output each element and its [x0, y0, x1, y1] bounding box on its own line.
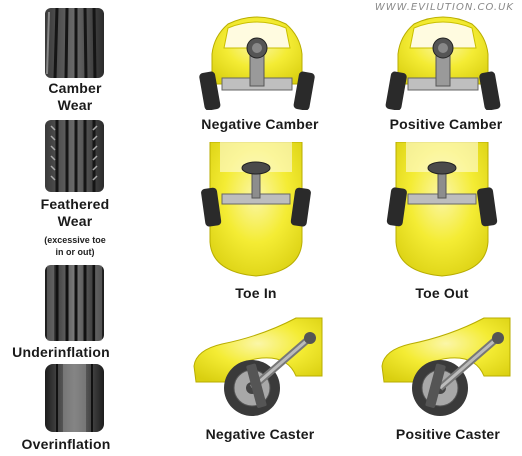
toe-out-diagram: [386, 142, 498, 277]
negative-camber-diagram: [199, 16, 315, 110]
tire-underinflation-image: [43, 265, 106, 341]
tire-overinflation-image: [43, 364, 106, 432]
tire-label-overinflation: Overinflation: [21, 436, 111, 452]
toe-in-diagram: [201, 142, 311, 277]
positive-camber-label: Positive Camber: [389, 116, 503, 132]
positive-camber-diagram: [385, 16, 501, 110]
toe-out-label: Toe Out: [415, 285, 469, 301]
tire-camber-wear-image: [43, 8, 106, 78]
negative-caster-diagram: [193, 317, 323, 416]
watermark: WWW.EVILUTION.CO.UK: [374, 2, 514, 13]
negative-caster-label: Negative Caster: [205, 426, 315, 442]
tire-label-underinflation: Underinflation: [12, 344, 110, 360]
positive-caster-label: Positive Caster: [395, 426, 501, 442]
toe-in-label: Toe In: [235, 285, 277, 301]
tire-feathered-wear-image: [43, 120, 106, 192]
negative-camber-label: Negative Camber: [201, 116, 319, 132]
positive-caster-diagram: [381, 317, 511, 416]
